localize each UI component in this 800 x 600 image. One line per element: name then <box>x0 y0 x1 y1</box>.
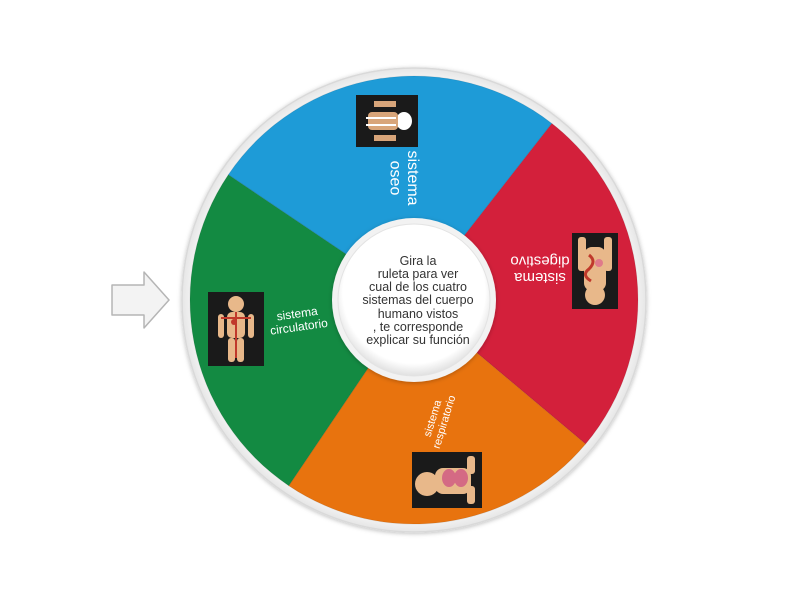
center-text-line: humano vistos <box>377 306 459 321</box>
skeleton-icon <box>356 95 418 147</box>
wheel-segment-circulatorio[interactable] <box>189 174 415 487</box>
wheel-segment-digestivo[interactable] <box>413 122 639 445</box>
center-text-line: sistemas del cuerpo <box>362 293 474 308</box>
respiratory-system-icon <box>412 452 482 508</box>
center-text-line: ruleta para ver <box>377 266 459 281</box>
wheel-hub <box>337 223 491 377</box>
wheel-segment-label-oseo: sistemaoseo <box>387 150 422 205</box>
segment-label-line: sistema <box>276 304 319 324</box>
circulatory-system-icon <box>208 292 264 366</box>
wheel-center-text: Gira la ruleta para ver cual de los cuat… <box>351 246 485 356</box>
wheel-segments[interactable]: sistemaoseosistemadigestivosistemarespir… <box>189 75 639 525</box>
center-text-line: explicar su función <box>366 333 470 347</box>
arrow-right-icon <box>111 271 170 329</box>
center-text-line: Gira la <box>399 253 437 268</box>
wheel-segment-respiratorio[interactable] <box>288 299 587 525</box>
segment-label-line: sistema <box>404 150 421 205</box>
center-text-line: , te corresponde <box>372 319 464 334</box>
segment-label-line: sistema <box>514 269 566 286</box>
digestive-system-icon <box>572 233 618 309</box>
segment-label-line: oseo <box>387 161 404 196</box>
wheel-segment-oseo[interactable] <box>227 75 553 301</box>
segment-label-line: digestivo <box>510 253 569 270</box>
wheel-segment-label-digestivo: sistemadigestivo <box>510 253 569 287</box>
center-text-line: cual de los cuatro <box>369 280 467 295</box>
